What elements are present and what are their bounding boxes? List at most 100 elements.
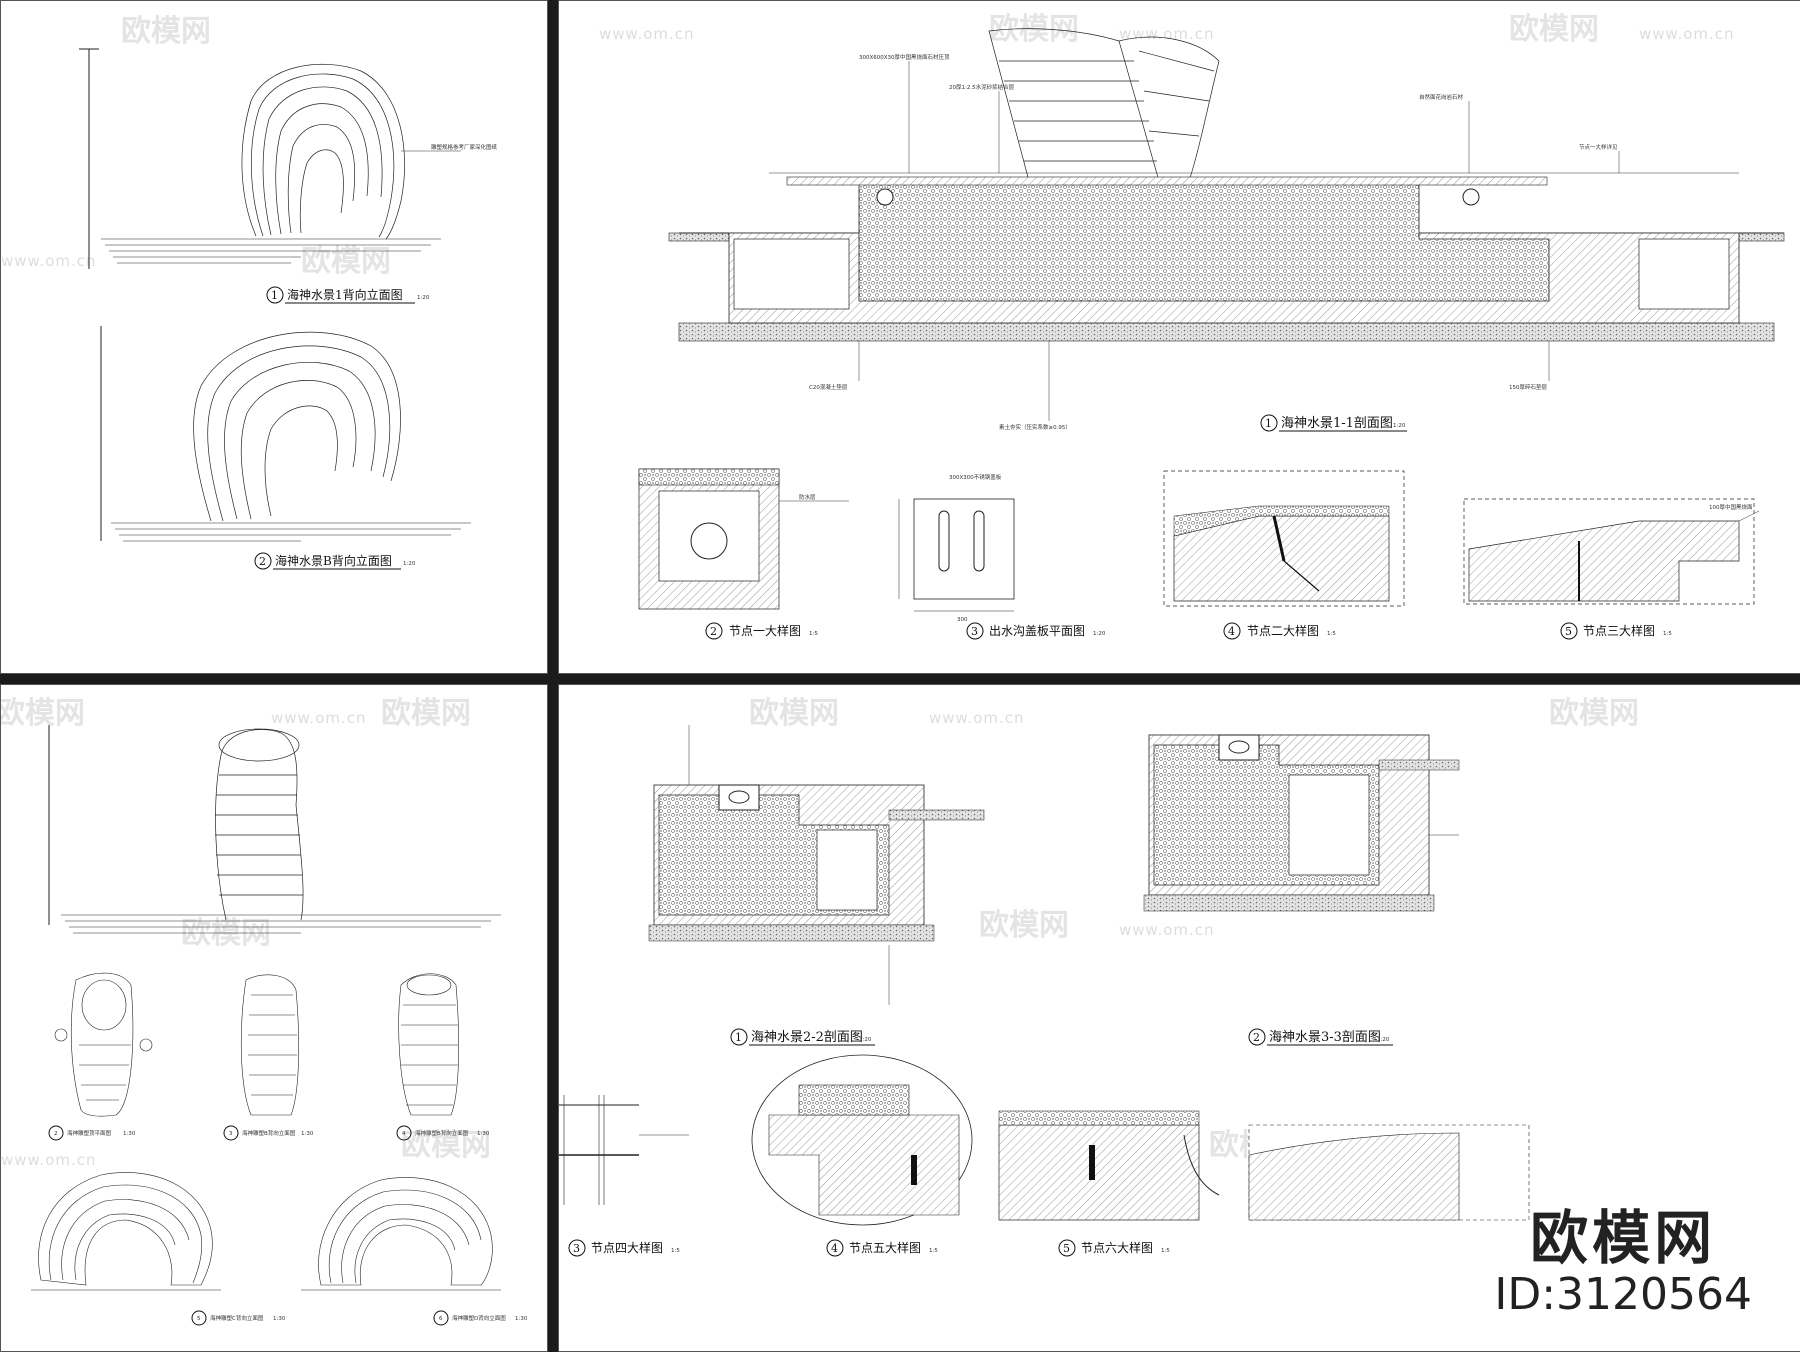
watermark-url: www.om.cn: [271, 709, 367, 727]
svg-text:1: 1: [1265, 417, 1272, 430]
watermark-stamp: 欧模网 ID:3120564: [1494, 1206, 1752, 1320]
sculpture-elevation-2: [100, 326, 471, 542]
drawing-title-2: 2 海神水景B背向立面图 1:20: [254, 552, 416, 570]
svg-text:1:30: 1:30: [123, 1131, 136, 1137]
svg-text:1: 1: [271, 289, 278, 302]
watermark-url: www.om.cn: [1639, 25, 1735, 43]
svg-text:海神水景B背向立面图: 海神水景B背向立面图: [275, 553, 392, 568]
bottom-elevation-titles: 5 海神雕塑C背向立面图 1:30 6 海神雕塑D背向立面图 1:30: [191, 1310, 528, 1326]
svg-text:1:30: 1:30: [301, 1131, 314, 1137]
svg-text:300: 300: [957, 617, 968, 623]
drawing-main-title: 1 海神水景1-1剖面图 1:20: [1260, 414, 1407, 432]
svg-text:海神雕塑B背向立面图: 海神雕塑B背向立面图: [415, 1129, 469, 1137]
svg-text:1:20: 1:20: [1093, 631, 1106, 637]
svg-text:1:30: 1:30: [477, 1131, 490, 1137]
svg-text:2: 2: [54, 1131, 58, 1137]
watermark-url: www.om.cn: [929, 709, 1025, 727]
svg-text:1: 1: [735, 1031, 742, 1044]
section-2-2: [648, 725, 985, 1005]
svg-text:2: 2: [1253, 1031, 1260, 1044]
svg-text:1:5: 1:5: [671, 1248, 680, 1254]
svg-text:出水沟盖板平面图: 出水沟盖板平面图: [989, 624, 1085, 638]
sculpture-elevation-1: 雕塑规格参考厂家深化图纸: [79, 48, 498, 269]
svg-text:海神水景1-1剖面图: 海神水景1-1剖面图: [1281, 416, 1393, 431]
svg-text:节点二大样图: 节点二大样图: [1247, 623, 1319, 638]
svg-text:节点四大样图: 节点四大样图: [591, 1240, 663, 1255]
sculpture-elevation-6: [301, 1177, 501, 1291]
svg-text:1:20: 1:20: [1377, 1037, 1390, 1043]
svg-text:4: 4: [402, 1131, 406, 1137]
watermark-brand: 欧模网: [1509, 12, 1599, 47]
svg-text:C20混凝土垫层: C20混凝土垫层: [809, 383, 848, 391]
detail-cover-plate: 300 300X300不锈钢盖板: [898, 473, 1015, 623]
svg-text:海神水景2-2剖面图: 海神水景2-2剖面图: [751, 1030, 863, 1045]
svg-text:自然面花岗岩石材: 自然面花岗岩石材: [1419, 93, 1464, 101]
svg-text:100厚中国黑烧面: 100厚中国黑烧面: [1709, 503, 1753, 511]
svg-text:海神雕塑B背向立面图: 海神雕塑B背向立面图: [242, 1129, 296, 1137]
svg-text:1:5: 1:5: [1161, 1248, 1170, 1254]
svg-text:海神雕塑顶平面图: 海神雕塑顶平面图: [67, 1129, 112, 1137]
svg-text:海神水景3-3剖面图: 海神水景3-3剖面图: [1269, 1030, 1381, 1045]
detail-titles-bottom: 3 节点四大样图 1:5 4 节点五大样图 1:5 5 节点六大样图 1:5: [568, 1239, 1170, 1257]
watermark-url: www.om.cn: [599, 25, 695, 43]
svg-text:1:30: 1:30: [273, 1316, 286, 1322]
svg-text:1:20: 1:20: [859, 1037, 872, 1043]
watermark-brand: 欧模网: [1549, 696, 1639, 731]
svg-text:5: 5: [197, 1316, 201, 1322]
svg-text:300X600X30厚中国黑烧面石材压顶: 300X600X30厚中国黑烧面石材压顶: [859, 53, 950, 61]
drawing-title-1: 1 海神水景1背向立面图 1:20: [266, 286, 430, 304]
detail-node-3: 100厚中国黑烧面: [1463, 498, 1760, 605]
svg-text:1:30: 1:30: [515, 1316, 528, 1322]
svg-text:2: 2: [259, 555, 266, 568]
detail-node-4: [559, 1095, 689, 1205]
svg-text:3: 3: [229, 1131, 233, 1137]
detail-node-7: [1248, 1124, 1530, 1221]
drawing-sheet-elevations-a: 欧模网 欧模网 www.om.cn 雕塑规格参考厂家深: [0, 0, 548, 674]
sculpture-profile: [988, 28, 1220, 182]
svg-text:节点三大样图: 节点三大样图: [1583, 623, 1655, 638]
leader-annotations: [858, 61, 1620, 421]
watermark-stamp-brand: 欧模网: [1530, 1204, 1717, 1272]
svg-text:1:20: 1:20: [1393, 423, 1406, 429]
drawing-sheet-elevations-b: 欧模网 欧模网 欧模网 欧模网 www.om.cn www.om.cn: [0, 684, 548, 1352]
sculpture-elevation-5: [31, 1172, 221, 1291]
svg-text:节点六大样图: 节点六大样图: [1081, 1240, 1153, 1255]
detail-node-1: 防水层: [638, 468, 849, 610]
svg-text:5: 5: [1063, 1242, 1070, 1255]
svg-text:3: 3: [573, 1242, 580, 1255]
detail-titles: 2 节点一大样图 1:5 3 出水沟盖板平面图 1:20 4 节点二大样图 1:…: [705, 622, 1672, 640]
section-3-3-title: 2 海神水景3-3剖面图 1:20: [1248, 1028, 1393, 1046]
sculpture-elevation-4: [398, 973, 460, 1116]
drawing-sheet-sections-2-3: 欧模网 欧模网 欧模网 欧模网 www.om.cn www.om.cn 1 海神…: [558, 684, 1800, 1352]
detail-node-2: [1163, 470, 1405, 607]
sculpture-elevation-tall: [48, 725, 501, 934]
watermark-brand: 欧模网: [401, 1128, 491, 1163]
watermark-url: www.om.cn: [1119, 921, 1215, 939]
svg-text:5: 5: [1565, 625, 1572, 638]
svg-text:20厚1:2.5水泥砂浆结合层: 20厚1:2.5水泥砂浆结合层: [949, 83, 1015, 91]
section-3-3: [1143, 734, 1460, 912]
svg-text:素土夯实（压实系数≥0.95）: 素土夯实（压实系数≥0.95）: [999, 423, 1071, 431]
annotation-text: 300X600X30厚中国黑烧面石材压顶 20厚1:2.5水泥砂浆结合层 自然面…: [809, 53, 1618, 431]
watermark-brand: 欧模网: [979, 908, 1069, 943]
svg-text:3: 3: [971, 625, 978, 638]
svg-text:6: 6: [439, 1316, 443, 1322]
svg-text:1:5: 1:5: [1663, 631, 1672, 637]
svg-text:节点一大样图: 节点一大样图: [729, 623, 801, 638]
section-2-2-title: 1 海神水景2-2剖面图 1:20: [730, 1028, 875, 1046]
watermark-brand: 欧模网: [749, 696, 839, 731]
drawing-sheet-section-1-1: 欧模网 欧模网 欧模网 www.om.cn www.om.cn www.om.c…: [558, 0, 1800, 674]
watermark-brand: 欧模网: [1, 696, 85, 731]
svg-text:300X300不锈钢盖板: 300X300不锈钢盖板: [949, 473, 1002, 481]
section-1-1: [668, 172, 1785, 342]
svg-text:海神雕塑D背向立面图: 海神雕塑D背向立面图: [452, 1314, 506, 1322]
svg-text:节点一大样详见: 节点一大样详见: [1579, 143, 1618, 151]
detail-node-5: [751, 1054, 973, 1226]
watermark-url: www.om.cn: [1, 1151, 97, 1169]
sculpture-top-plan: [54, 972, 153, 1117]
watermark-url: www.om.cn: [1119, 25, 1215, 43]
detail-node-6: [998, 1110, 1220, 1221]
svg-text:1:5: 1:5: [1327, 631, 1336, 637]
svg-text:1:5: 1:5: [809, 631, 818, 637]
watermark-stamp-id: ID:3120564: [1494, 1269, 1752, 1320]
